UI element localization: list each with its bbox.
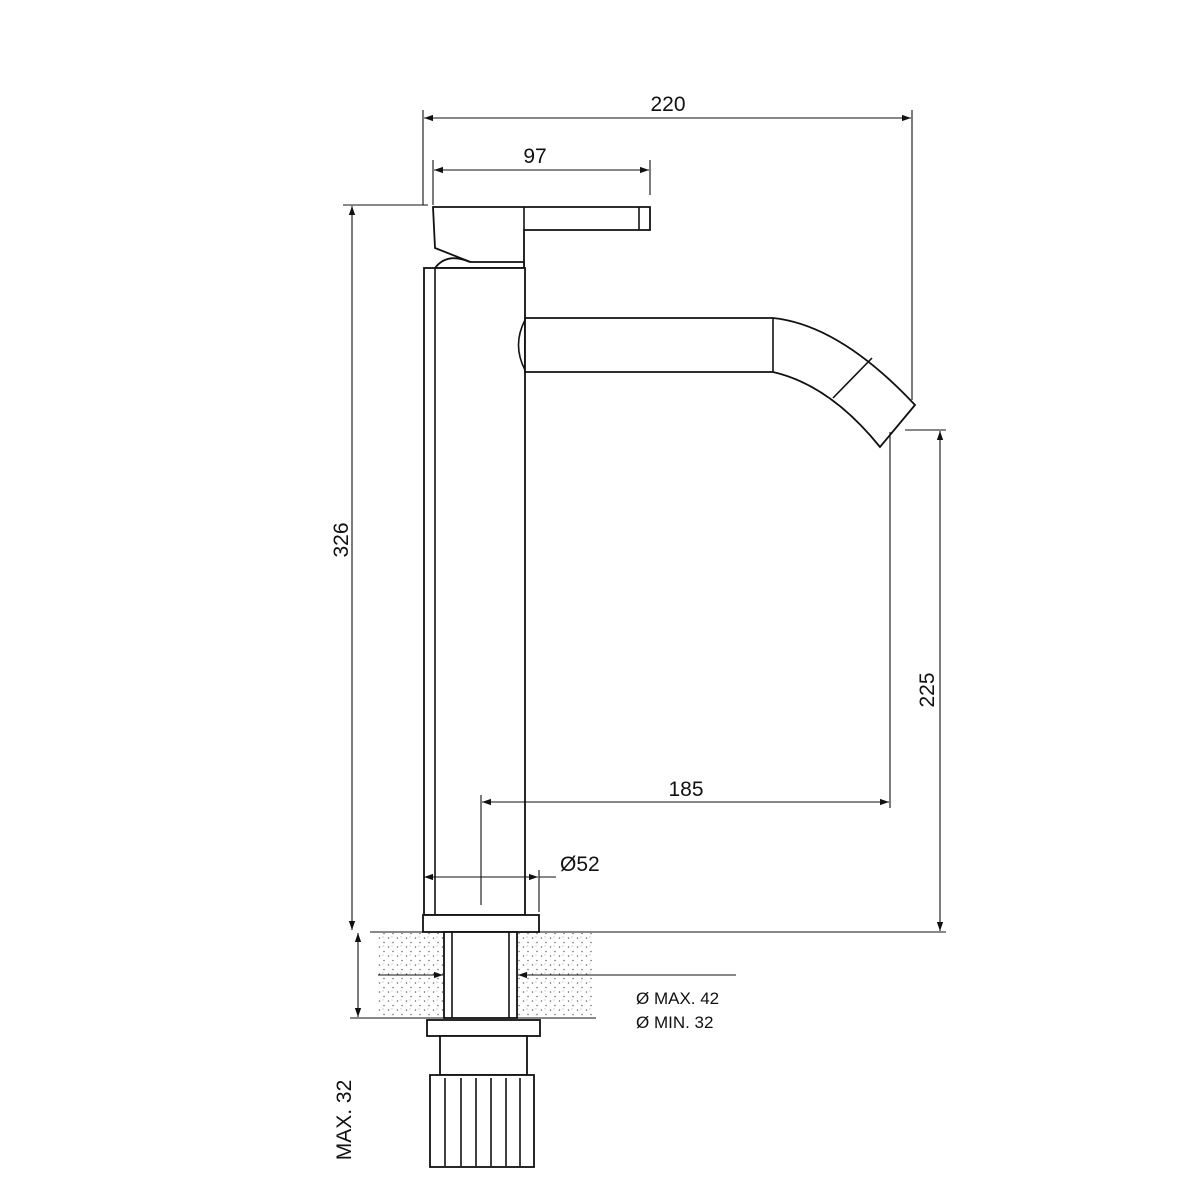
dimension-total-height: 326 [330,204,428,930]
dimension-base-diameter: Ø52 [424,853,600,912]
dim-label-97: 97 [523,145,546,168]
dimension-max-thickness: MAX. 32 [333,933,378,1160]
faucet-body [422,206,917,933]
dimension-spout-reach: 185 [480,432,891,905]
dim-label-185: 185 [668,778,703,801]
dim-label-225: 225 [916,672,939,707]
dim-label-220: 220 [650,93,685,116]
dimension-hole-diameter: Ø MAX. 42 Ø MIN. 32 [378,971,736,1032]
dimension-overall-width: 220 [422,93,913,400]
faucet-column [423,267,526,916]
dim-label-max-32: MAX. 32 [333,1080,356,1161]
base-flange [422,914,540,933]
mounting-shank [426,931,541,1168]
dimension-spout-height: 225 [596,429,946,933]
note-hole-max: Ø MAX. 42 [636,989,719,1008]
dimension-handle-length: 97 [432,145,651,205]
dim-label-52: Ø52 [560,853,600,876]
spout [524,317,917,449]
dim-label-326: 326 [330,522,353,557]
handle-lever [432,206,651,266]
note-hole-min: Ø MIN. 32 [636,1013,713,1032]
